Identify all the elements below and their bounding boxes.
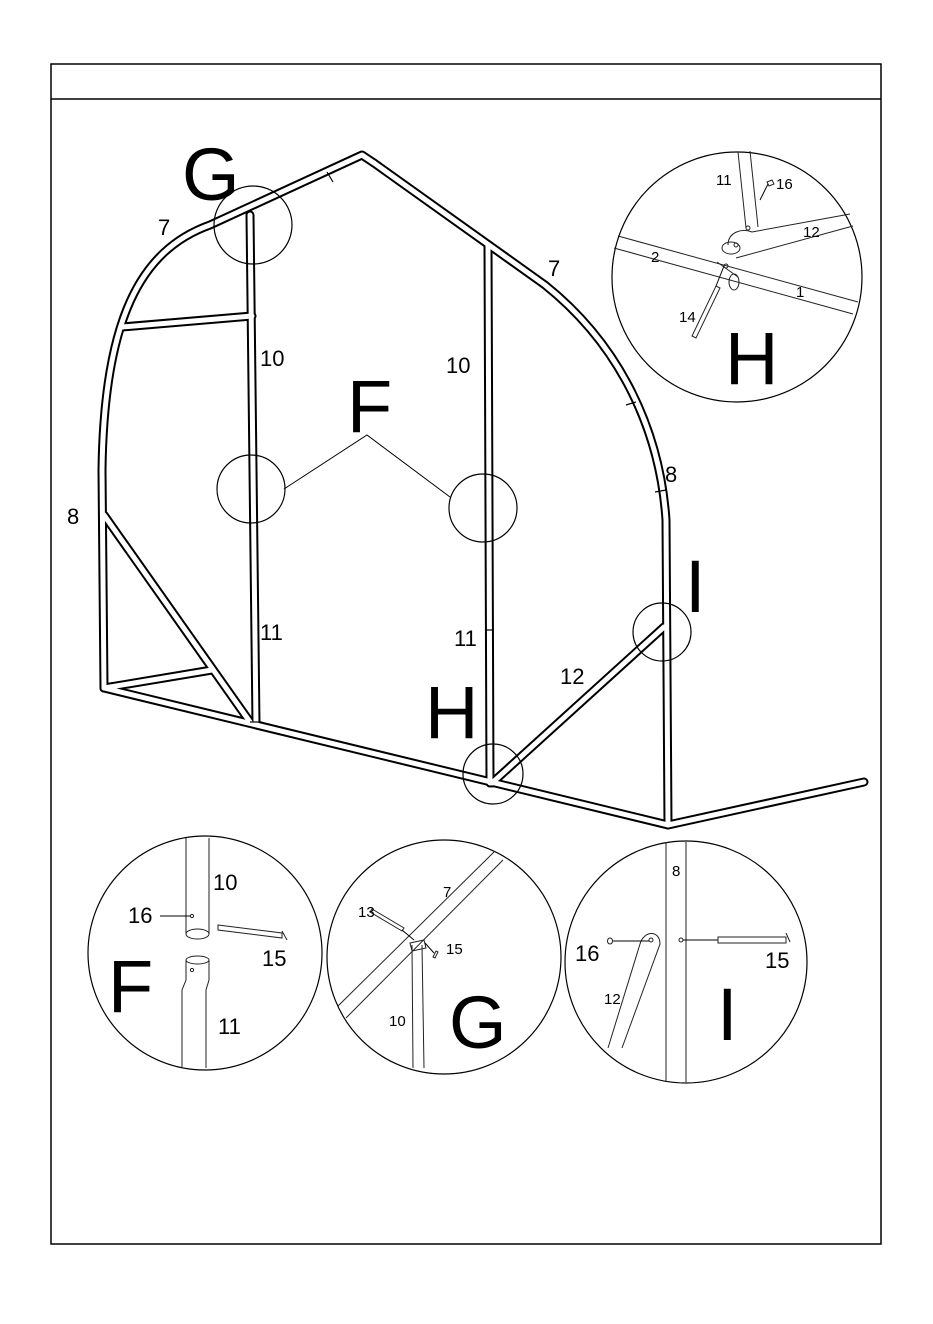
part-7-left: 7 [158,215,170,240]
detail-H-part-14: 14 [679,309,696,326]
detail-I-part-12: 12 [604,991,621,1008]
part-12: 12 [560,664,584,689]
part-10-right: 10 [446,353,470,378]
main-labels: G F H I 7 7 8 8 10 10 11 11 12 [67,133,706,754]
detail-G-part-7: 7 [443,884,451,901]
label-H: H [425,671,478,754]
detail-I-part-16: 16 [575,941,599,966]
detail-I-part-8: 8 [672,863,680,880]
part-8-left: 8 [67,504,79,529]
detail-G: 7 13 15 10 G [327,840,561,1074]
detail-F-part-15: 15 [262,946,286,971]
label-I: I [685,545,706,628]
part-7-right: 7 [548,256,560,281]
detail-F-part-11: 11 [218,1014,241,1039]
detail-I-part-15: 15 [765,948,789,973]
detail-H-part-1: 1 [796,284,804,301]
label-G: G [182,133,240,216]
detail-I: 8 16 15 12 I [565,841,807,1083]
part-10-left: 10 [260,346,284,371]
greenhouse-frame [102,155,864,825]
detail-H-part-11: 11 [716,172,732,189]
detail-F-letter: F [108,945,153,1028]
detail-G-part-13: 13 [358,904,375,921]
part-8-right: 8 [665,462,677,487]
detail-F-part-10: 10 [213,870,237,895]
detail-H: 11 16 12 2 1 14 H [612,151,862,402]
detail-H-part-2: 2 [651,249,659,266]
detail-G-part-15: 15 [446,941,463,958]
detail-G-letter: G [449,981,507,1064]
detail-G-part-10: 10 [389,1013,406,1030]
part-11-left: 11 [260,620,283,645]
detail-H-part-16: 16 [776,176,793,193]
detail-I-letter: I [717,973,738,1056]
label-F: F [347,365,392,448]
part-11-right: 11 [454,626,477,651]
detail-F-part-16: 16 [128,903,152,928]
detail-G-circle [327,840,561,1074]
callout-circle-F-right [449,474,517,542]
detail-H-letter: H [725,317,778,400]
detail-H-part-12: 12 [803,224,820,241]
detail-F: 10 16 15 11 F [88,836,322,1070]
